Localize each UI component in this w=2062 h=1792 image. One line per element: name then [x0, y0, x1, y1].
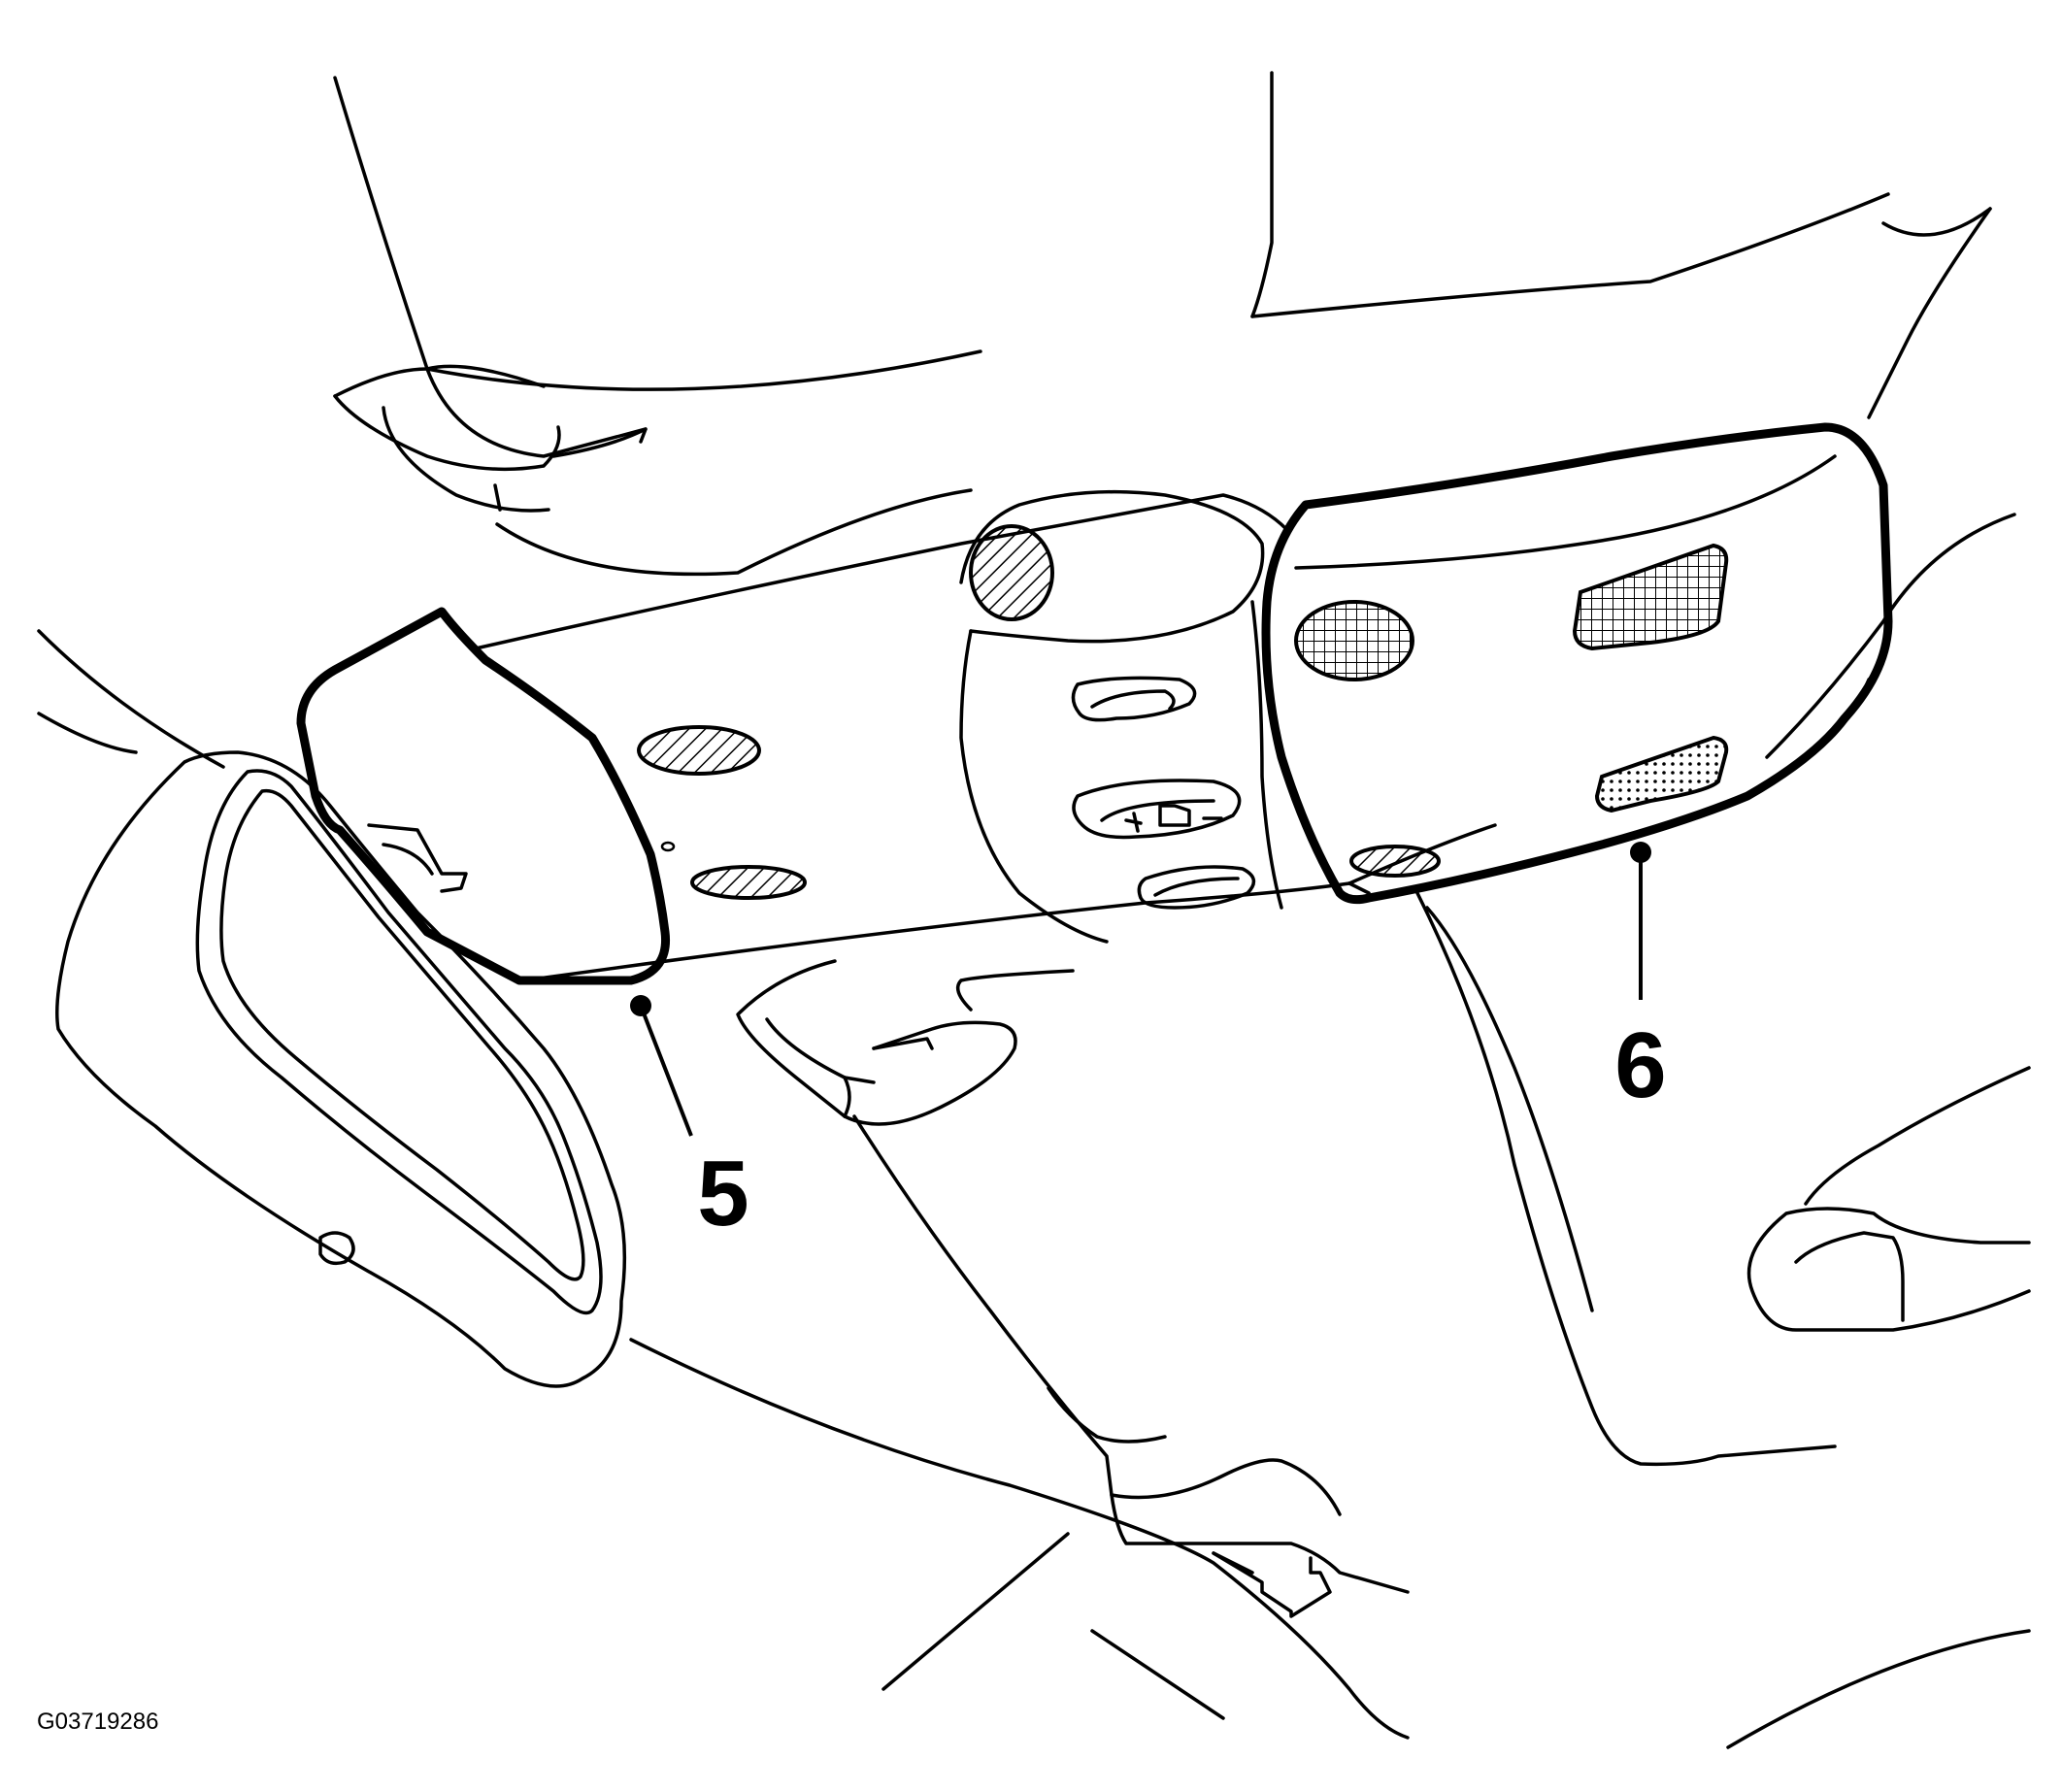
part-5-outline — [296, 607, 671, 985]
vehicle-headliner — [37, 71, 2031, 1749]
switch-icon-glyphs — [1124, 804, 1223, 833]
visor-clip-right — [1746, 1207, 2031, 1332]
callout-5: 5 — [697, 1142, 748, 1245]
callout-6: 6 — [1614, 1013, 1666, 1117]
leader-line-5 — [639, 1005, 693, 1137]
console-controls — [637, 524, 1256, 910]
map-lamp-lens — [1349, 845, 1441, 878]
lower-console — [852, 881, 1837, 1618]
lamp-lens-left — [637, 725, 761, 776]
figure-id: G03719286 — [37, 1709, 158, 1735]
switch-middle — [1072, 779, 1242, 840]
leader-dot-6 — [1630, 842, 1651, 863]
sensor-lens — [969, 524, 1054, 621]
switch-upper — [1071, 676, 1197, 722]
rearview-mirror — [55, 750, 627, 1388]
part-6-outline — [1261, 422, 1893, 905]
reading-lamp-lens-upper — [1572, 543, 1729, 651]
lamp-lens-left-lower — [690, 865, 807, 900]
visor-clip-lower — [736, 959, 1017, 1126]
switch-lower — [1137, 865, 1256, 910]
leader-dot-5 — [630, 995, 651, 1016]
visor-clip-left — [333, 364, 648, 513]
reading-lamp-lens-lower — [1594, 735, 1729, 813]
dome-lamp-lens — [1294, 600, 1414, 681]
small-hole — [660, 841, 676, 852]
part-6-lenses — [1294, 543, 1729, 878]
